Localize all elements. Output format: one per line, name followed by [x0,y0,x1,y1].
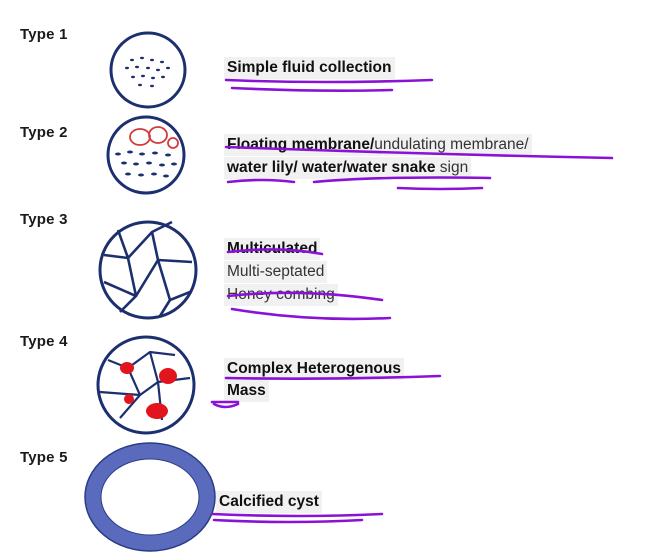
type-5-label: Type 5 [20,449,68,466]
type-1-cyst-drawing [109,31,187,109]
type-1-description: Simple fluid collection [224,57,395,79]
type-3-description-line-3: Honey combing [224,284,338,306]
type-1-outline [109,31,187,109]
type-2-label: Type 2 [20,124,68,141]
type-4-outline [96,335,196,435]
type-4-description-line-2: Mass [224,380,269,402]
type-5-description: Calcified cyst [216,491,322,513]
type-2-echo-dots [115,150,177,178]
type-4-label: Type 4 [20,333,68,350]
type-4-cyst-drawing [96,335,196,435]
type-2-cyst-drawing [106,115,186,195]
type-5-cyst-drawing [84,442,216,552]
type-5-calcified-ring [85,443,215,551]
type-3-septations [103,220,193,317]
type-3-cyst-drawing [98,220,198,320]
type-3-description-line-1: Multiculated [224,238,321,260]
type-3-label: Type 3 [20,211,68,228]
type-2-description-line-2: water lily/ water/water snake sign [224,157,472,179]
type-3-description-line-2: Multi-septated [224,261,328,283]
type-2-description-line-1: Floating membrane/undulating membrane/ [224,134,532,156]
type-1-label: Type 1 [20,26,68,43]
type-1-echo-dots [125,56,170,88]
type-2-floating-membranes [129,126,179,149]
type-4-solid-components [120,362,177,419]
type-4-description-line-1: Complex Heterogenous [224,358,404,380]
